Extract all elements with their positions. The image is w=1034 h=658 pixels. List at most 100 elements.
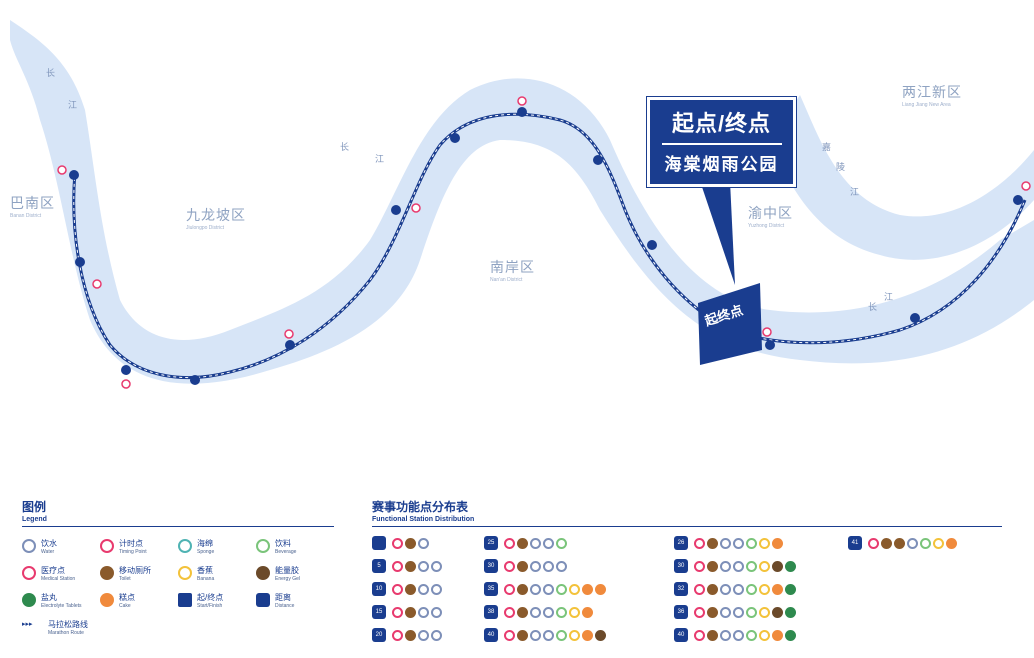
legend-item-english: Energy Gel (275, 576, 301, 582)
legend-subtitle: Legend (22, 516, 47, 523)
start-finish-callout: 起点/终点 海棠烟雨公园 (647, 97, 796, 187)
legend-item-english: Medical Station (41, 576, 76, 582)
toilet-icon (100, 566, 114, 580)
legend-item-english: Water (41, 549, 55, 555)
legend-item-english: Banana (197, 576, 215, 582)
toilet-icon (894, 537, 905, 549)
water-drop-icon (22, 539, 36, 553)
medical-icon (392, 606, 403, 618)
legend-item-english: Distance (275, 603, 295, 609)
water-icon (720, 560, 731, 572)
distance-marker: 26 (674, 536, 688, 550)
water-icon (720, 606, 731, 618)
start-finish-venue: 海棠烟雨公园 (664, 155, 779, 174)
legend-item-label: 医疗点 (41, 566, 65, 575)
cake-icon (772, 583, 783, 595)
legend-item-english: Toilet (119, 576, 131, 582)
medical-cross-icon (22, 566, 36, 580)
cake-icon (772, 537, 783, 549)
distance-marker (372, 536, 386, 550)
water-icon (431, 606, 442, 618)
legend-item-label: 海绵 (197, 539, 213, 548)
water-icon (720, 629, 731, 641)
medical-icon (504, 629, 515, 641)
station-row: 38 (484, 604, 593, 620)
distribution-title: 赛事功能点分布表 (372, 500, 469, 514)
station-row: 40 (674, 627, 796, 643)
water-icon (530, 537, 541, 549)
water-icon (431, 583, 442, 595)
toilet-icon (707, 606, 718, 618)
cake-icon (772, 629, 783, 641)
cake-icon (100, 593, 114, 607)
medical-icon (392, 583, 403, 595)
river-label: 长 (340, 142, 350, 152)
beverage-icon (746, 629, 757, 641)
toilet-icon (707, 629, 718, 641)
toilet-icon (707, 583, 718, 595)
beverage-icon (556, 537, 567, 549)
station-row: 20 (372, 627, 442, 643)
station-row: 26 (674, 535, 783, 551)
legend-item-english: Electrolyte Tablets (41, 603, 82, 609)
toilet-icon (881, 537, 892, 549)
beverage-icon (556, 629, 567, 641)
distribution-panel: 赛事功能点分布表 Functional Station Distribution… (372, 498, 1002, 655)
beverage-icon (920, 537, 931, 549)
water-icon (431, 629, 442, 641)
legend-item-label: 饮水 (41, 539, 57, 548)
water-icon (720, 537, 731, 549)
legend-item-english: Start/Finish (197, 603, 223, 609)
beverage-icon (556, 583, 567, 595)
water-icon (418, 560, 429, 572)
banana-icon (569, 606, 580, 618)
toilet-icon (517, 606, 528, 618)
legend-item-label: 距离 (275, 593, 291, 602)
distribution-rule (372, 526, 1002, 527)
distance-marker: 40 (674, 628, 688, 642)
toilet-icon (517, 629, 528, 641)
water-icon (418, 629, 429, 641)
beverage-icon (746, 606, 757, 618)
banana-icon (178, 566, 192, 580)
distribution-subtitle: Functional Station Distribution (372, 516, 475, 523)
river-label: 陵 (836, 162, 846, 172)
water-icon (733, 629, 744, 641)
distance-marker: 30 (674, 559, 688, 573)
cake-icon (582, 629, 593, 641)
river-label: 长 (46, 68, 56, 78)
water-icon (530, 606, 541, 618)
station-row: 35 (484, 581, 606, 597)
callout-pointer (700, 181, 735, 285)
sponge-icon (178, 539, 192, 553)
station-row: 36 (674, 604, 796, 620)
route-arrow-icon: ▸▸▸ (22, 621, 33, 628)
tablet-icon (785, 583, 796, 595)
legend-title: 图例 (22, 500, 47, 514)
legend-item-label: 计时点 (119, 539, 143, 548)
station-row: 41 (848, 535, 957, 551)
medical-icon (504, 583, 515, 595)
banana-icon (759, 583, 770, 595)
cake-icon (595, 583, 606, 595)
distance-marker: 30 (484, 559, 498, 573)
water-icon (543, 537, 554, 549)
river-label: 江 (68, 100, 78, 110)
toilet-icon (517, 560, 528, 572)
water-icon (543, 629, 554, 641)
water-icon (530, 560, 541, 572)
station-row: 32 (674, 581, 796, 597)
station-row: 10 (372, 581, 442, 597)
start-finish-arch (698, 283, 762, 365)
distance-marker: 35 (484, 582, 498, 596)
